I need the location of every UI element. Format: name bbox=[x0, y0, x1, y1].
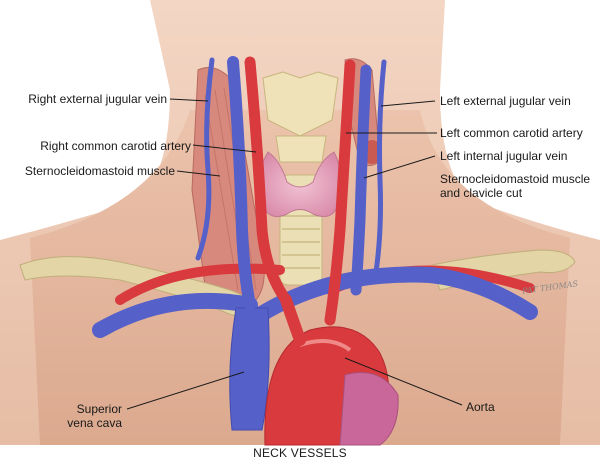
figure-caption: NECK VESSELS bbox=[253, 446, 347, 460]
thyroid-cartilage bbox=[262, 71, 339, 137]
label-scm-clavicle-cut-line2: and clavicle cut bbox=[440, 186, 523, 200]
leader-left-external-jugular bbox=[380, 100, 436, 107]
right-common-carotid-artery bbox=[244, 56, 292, 306]
right-brachiocephalic-vein bbox=[92, 292, 258, 338]
label-left-external-jugular-vein: Left external jugular vein bbox=[440, 94, 571, 108]
superior-vena-cava bbox=[229, 307, 270, 431]
label-svc-line1: Superior bbox=[76, 402, 122, 416]
left-common-carotid-artery bbox=[324, 59, 356, 326]
right-subclavian-artery bbox=[115, 263, 285, 305]
leader-left-internal-jugular bbox=[363, 155, 436, 179]
leader-sternocleidomastoid bbox=[176, 170, 221, 177]
label-sternocleidomastoid-muscle: Sternocleidomastoid muscle bbox=[24, 164, 175, 178]
leader-right-common-carotid bbox=[192, 144, 257, 153]
right-external-jugular-vein bbox=[195, 57, 215, 261]
leader-superior-vena-cava bbox=[126, 371, 245, 410]
leader-lines bbox=[126, 98, 463, 410]
label-left-common-carotid-artery: Left common carotid artery bbox=[440, 126, 583, 140]
aorta-highlight bbox=[299, 339, 352, 352]
pulmonary-trunk bbox=[339, 372, 399, 446]
left-brachiocephalic-vein bbox=[247, 266, 538, 326]
leader-aorta bbox=[344, 357, 463, 406]
label-aorta: Aorta bbox=[466, 400, 495, 414]
cricoid-cartilage bbox=[275, 135, 327, 163]
label-right-external-jugular-vein: Right external jugular vein bbox=[28, 92, 167, 106]
leader-right-external-jugular bbox=[169, 98, 209, 102]
left-internal-jugular-vein bbox=[350, 64, 372, 296]
label-right-common-carotid-artery: Right common carotid artery bbox=[40, 139, 191, 153]
label-svc-line2: vena cava bbox=[67, 416, 122, 430]
label-left-internal-jugular-vein: Left internal jugular vein bbox=[440, 149, 568, 163]
left-external-jugular-vein bbox=[373, 59, 387, 275]
right-internal-jugular-vein bbox=[227, 56, 256, 311]
brachiocephalic-trunk bbox=[280, 294, 306, 346]
label-scm-clavicle-cut-line1: Sternocleidomastoid muscle bbox=[440, 172, 591, 186]
